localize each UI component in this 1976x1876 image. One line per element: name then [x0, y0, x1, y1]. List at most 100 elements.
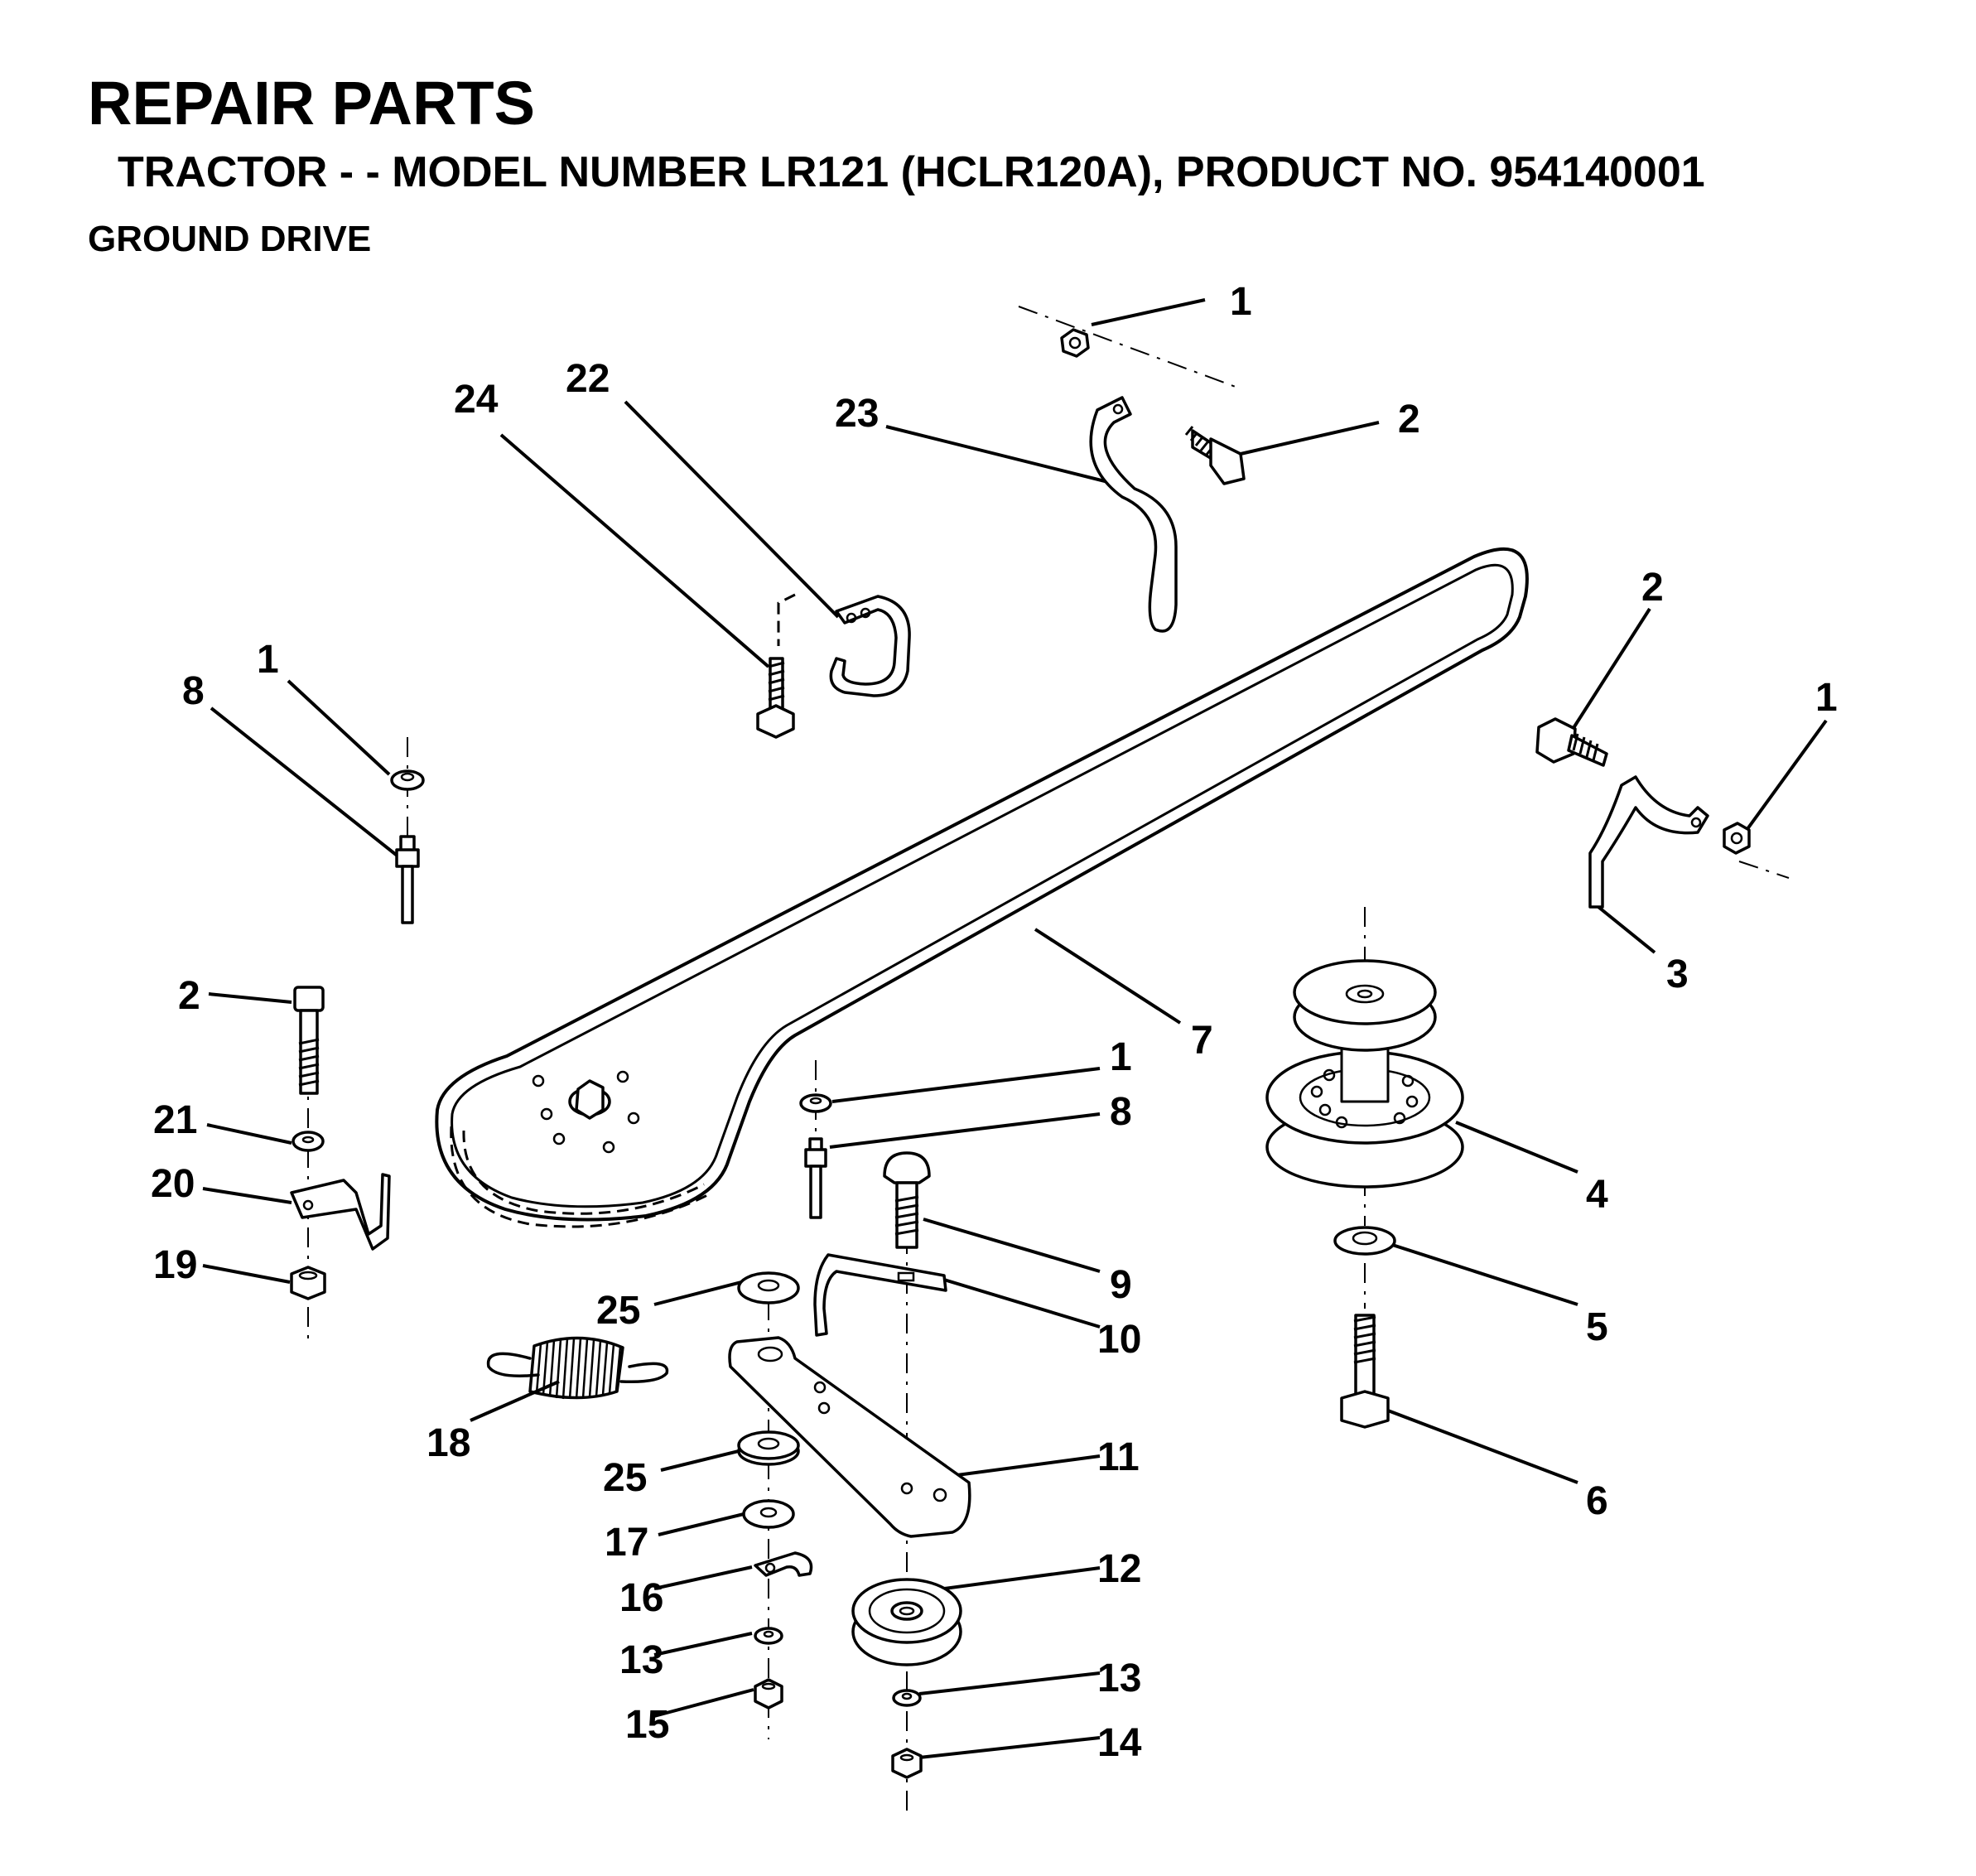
left-pin-group	[390, 769, 425, 924]
callout-5: 5	[1586, 1305, 1608, 1349]
callout-21: 21	[153, 1098, 197, 1142]
callout-17: 17	[605, 1521, 648, 1565]
callout-23: 23	[835, 392, 879, 436]
leader-24	[499, 433, 770, 668]
callout-1-top: 1	[1230, 280, 1252, 324]
bushing-25-top	[737, 1271, 800, 1305]
idler-arm-hardware	[737, 1271, 813, 1710]
leader-16	[653, 1565, 753, 1590]
transmission-nut	[575, 1079, 605, 1120]
leader-4	[1455, 1121, 1578, 1174]
bolt-6-head	[1340, 1390, 1390, 1429]
leader-21	[206, 1123, 292, 1145]
callout-6: 6	[1586, 1479, 1608, 1523]
callout-25-bot: 25	[603, 1456, 647, 1500]
nut-14	[891, 1748, 923, 1779]
pin-8-mid-shank	[809, 1165, 822, 1219]
callout-3: 3	[1666, 952, 1689, 996]
leader-7	[1034, 928, 1182, 1025]
leader-18	[470, 1380, 560, 1422]
washer-5	[1333, 1226, 1396, 1256]
leader-22	[624, 400, 840, 619]
leader-15	[653, 1688, 754, 1718]
drive-pulley-group	[1265, 959, 1464, 1429]
callout-20: 20	[151, 1162, 195, 1206]
belt-guide-top	[1060, 328, 1246, 633]
callout-1-right: 1	[1815, 676, 1838, 720]
idler-arm-11	[728, 1336, 971, 1538]
leader-10	[943, 1278, 1101, 1329]
pin-8-mid-head	[804, 1148, 827, 1168]
idler-bracket-10	[813, 1253, 947, 1337]
leader-23	[885, 425, 1129, 489]
leader-1-top	[1091, 298, 1206, 326]
callout-numbers: 1 2 23 22 24 1 8 2 1 3 7 4 5 6 2 21 20 1…	[151, 280, 1838, 1765]
spring-18	[486, 1336, 669, 1400]
callout-2-right: 2	[1641, 566, 1664, 610]
callout-13-left: 13	[619, 1638, 663, 1682]
axis-right-bracket	[1738, 861, 1790, 879]
pin-8-left-head	[395, 848, 420, 868]
callout-2-top: 2	[1398, 398, 1420, 441]
leader-13-right	[918, 1671, 1101, 1695]
pin-8-left-shank	[401, 865, 414, 924]
belt-guide-22-group	[756, 593, 911, 739]
leader-2-right	[1570, 607, 1651, 732]
section-title: GROUND DRIVE	[88, 219, 372, 259]
callout-1-left: 1	[257, 638, 279, 682]
leader-9	[923, 1218, 1101, 1273]
leader-20	[202, 1187, 292, 1204]
screw-24-head	[756, 704, 795, 739]
callout-4: 4	[1586, 1173, 1608, 1217]
leader-19	[202, 1264, 291, 1284]
nut-1-right	[1723, 822, 1751, 855]
left-bolt-group	[290, 986, 391, 1300]
callout-10: 10	[1097, 1318, 1141, 1362]
bracket-3	[1588, 775, 1709, 909]
axis-top-bracket	[1018, 306, 1243, 390]
callout-13-right: 13	[1097, 1657, 1141, 1700]
page-title: REPAIR PARTS	[88, 69, 535, 137]
leader-1-mid	[831, 1067, 1101, 1103]
leader-11	[950, 1454, 1101, 1478]
callout-24: 24	[454, 378, 499, 422]
callout-18: 18	[427, 1421, 470, 1465]
callout-8-left: 8	[182, 669, 205, 713]
leader-5	[1384, 1241, 1578, 1306]
callout-22: 22	[566, 357, 610, 401]
leader-25-top	[653, 1280, 742, 1306]
belt-guide-22	[829, 595, 911, 697]
right-bracket-group	[1535, 717, 1751, 909]
callout-19: 19	[153, 1243, 197, 1287]
callout-12: 12	[1097, 1547, 1141, 1591]
leader-6	[1381, 1406, 1578, 1484]
callout-1-mid: 1	[1110, 1035, 1132, 1079]
callout-14: 14	[1097, 1721, 1142, 1765]
idler-pulley-group	[851, 1578, 962, 1779]
leader-12	[943, 1566, 1101, 1590]
mid-pin-group	[799, 1093, 832, 1219]
callout-15: 15	[625, 1703, 669, 1747]
leader-14	[918, 1736, 1101, 1759]
nut-top	[1060, 328, 1090, 358]
model-subtitle: TRACTOR - - MODEL NUMBER LR121 (HCLR120A…	[118, 148, 1705, 196]
callout-2-left: 2	[178, 974, 200, 1018]
bracket-20	[290, 1173, 391, 1251]
leader-13-left	[653, 1632, 753, 1657]
clip-16	[754, 1551, 813, 1577]
leader-25-bot	[660, 1448, 746, 1472]
leader-2-left	[208, 992, 292, 1004]
belt-guide-23	[1089, 396, 1178, 633]
washer-17	[742, 1499, 795, 1529]
bolt-9-head	[883, 1151, 931, 1184]
callout-7: 7	[1191, 1019, 1213, 1063]
leader-1-right	[1743, 719, 1828, 834]
callout-8-mid: 8	[1110, 1090, 1132, 1134]
leader-1-left	[287, 679, 391, 776]
callout-25-top: 25	[596, 1289, 640, 1333]
leader-lines	[202, 298, 1828, 1759]
leader-8-mid	[829, 1112, 1101, 1149]
pulley-upper-top	[1293, 959, 1437, 1025]
leader-8-left	[210, 707, 401, 859]
